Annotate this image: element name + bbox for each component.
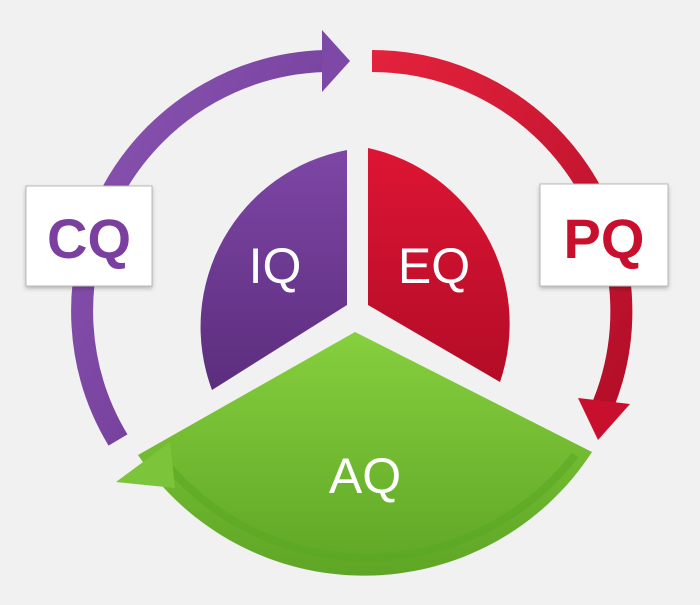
cq-box-label: CQ (47, 207, 131, 270)
pq-box-label: PQ (564, 207, 645, 270)
aq-label: AQ (329, 448, 401, 504)
purple-arrowhead-icon (322, 30, 350, 92)
cq-box (25, 185, 153, 287)
iq-segment (200, 150, 347, 390)
aq-segment (138, 332, 592, 576)
red-arrowhead-icon (578, 398, 630, 440)
pq-box (539, 183, 669, 287)
red-cycle-arrow (371, 50, 633, 410)
eq-label: EQ (398, 238, 470, 294)
green-cycle-arrow (166, 452, 579, 562)
green-arrowhead-icon (116, 442, 175, 488)
core-segments (116, 148, 592, 576)
iq-label: IQ (249, 238, 302, 294)
pq-box-frame (539, 183, 669, 287)
cq-box-frame (25, 185, 153, 287)
eq-segment (368, 148, 510, 382)
